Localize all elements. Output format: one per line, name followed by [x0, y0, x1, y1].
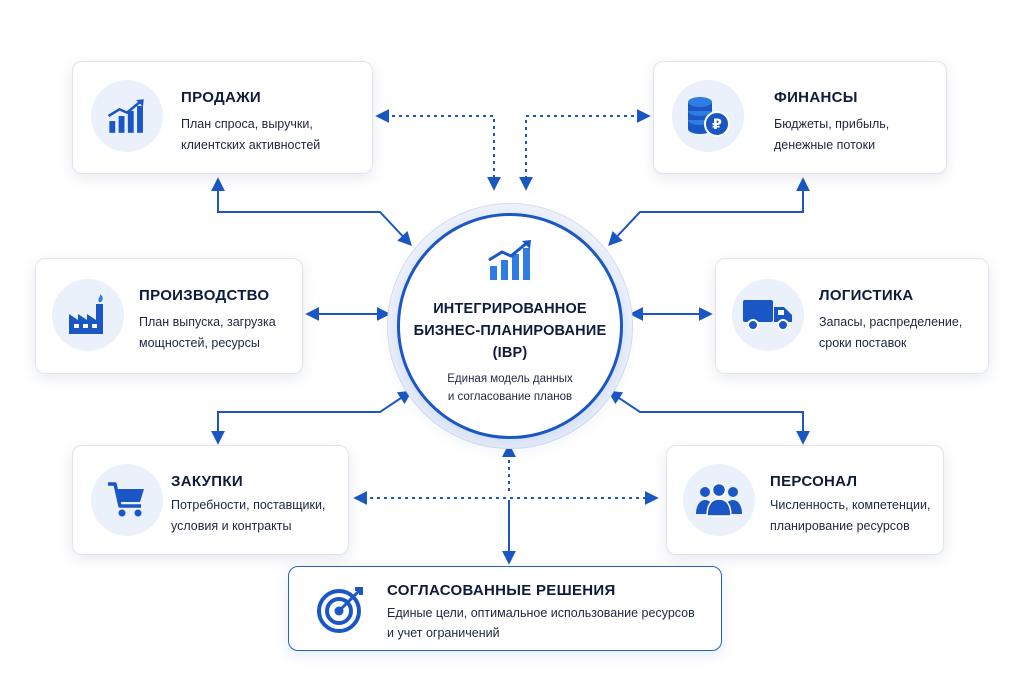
hub-title: ИНТЕГРИРОВАННОЕ БИЗНЕС-ПЛАНИРОВАНИЕ (IBP…: [400, 298, 620, 364]
ibp-hub: ИНТЕГРИРОВАННОЕ БИЗНЕС-ПЛАНИРОВАНИЕ (IBP…: [397, 213, 623, 439]
card-sales-title: ПРОДАЖИ: [181, 89, 262, 106]
card-finance-desc: Бюджеты, прибыль, денежные потоки: [774, 114, 889, 156]
connector-finance-sales-dashed: [519, 109, 651, 191]
connector-sales-finance-dashed: [375, 109, 501, 191]
card-sales: ПРОДАЖИ План спроса, выручки, клиентских…: [72, 61, 373, 174]
card-production-title: ПРОИЗВОДСТВО: [139, 287, 270, 304]
card-finance: ₽ ФИНАНСЫ Бюджеты, прибыль, денежные пот…: [653, 61, 947, 174]
people-group-icon: [696, 482, 742, 517]
card-production-desc-line-2: мощностей, ресурсы: [139, 336, 260, 350]
sales-icon-wrap: [91, 80, 163, 152]
personnel-icon-wrap: [683, 464, 755, 536]
card-personnel: ПЕРСОНАЛ Численность, компетенции, плани…: [666, 445, 944, 555]
production-icon-wrap: [52, 279, 124, 351]
card-procurement: ЗАКУПКИ Потребности, поставщики, условия…: [72, 445, 349, 555]
card-sales-desc: План спроса, выручки, клиентских активно…: [181, 114, 320, 156]
card-decisions: СОГЛАСОВАННЫЕ РЕШЕНИЯ Единые цели, оптим…: [288, 566, 722, 651]
hub-subtitle-line-1: Единая модель данных: [447, 373, 573, 385]
factory-icon: [69, 294, 103, 334]
card-procurement-desc: Потребности, поставщики, условия и контр…: [171, 495, 325, 537]
hub-title-line-3: (IBP): [492, 345, 528, 361]
finance-icon-wrap: ₽: [672, 80, 744, 152]
connector-personnel-hub: [607, 390, 810, 445]
card-decisions-title: СОГЛАСОВАННЫЕ РЕШЕНИЯ: [387, 582, 616, 599]
card-decisions-desc-line-1: Единые цели, оптимальное использование р…: [387, 606, 695, 620]
hub-subtitle: Единая модель данных и согласование план…: [400, 370, 620, 406]
target-icon: [317, 587, 363, 633]
card-logistics-title: ЛОГИСТИКА: [819, 287, 914, 304]
connector-sales-hub: [211, 177, 412, 247]
card-personnel-desc-line-1: Численность, компетенции,: [770, 498, 931, 512]
card-personnel-desc: Численность, компетенции, планирование р…: [770, 495, 931, 537]
hub-title-line-1: ИНТЕГРИРОВАННОЕ: [433, 301, 587, 317]
svg-text:₽: ₽: [712, 117, 722, 133]
hub-subtitle-line-2: и согласование планов: [447, 391, 573, 403]
card-logistics-desc-line-1: Запасы, распределение,: [819, 315, 963, 329]
growth-chart-icon: [107, 99, 144, 133]
truck-icon: [743, 300, 792, 331]
card-decisions-desc: Единые цели, оптимальное использование р…: [387, 603, 695, 643]
hub-title-line-2: БИЗНЕС-ПЛАНИРОВАНИЕ: [413, 323, 607, 339]
card-production: ПРОИЗВОДСТВО План выпуска, загрузка мощн…: [35, 258, 303, 374]
card-personnel-desc-line-2: планирование ресурсов: [770, 519, 910, 533]
card-logistics-desc-line-2: сроки поставок: [819, 336, 907, 350]
card-sales-desc-line-2: клиентских активностей: [181, 138, 321, 152]
connector-finance-hub: [608, 177, 810, 247]
card-procurement-desc-line-2: условия и контракты: [171, 519, 292, 533]
decisions-icon-wrap: [313, 581, 369, 637]
card-finance-desc-line-2: денежные потоки: [774, 138, 876, 152]
shopping-cart-icon: [108, 482, 144, 517]
card-procurement-desc-line-1: Потребности, поставщики,: [171, 498, 326, 512]
logistics-icon-wrap: [732, 279, 804, 351]
card-decisions-desc-line-2: и учет ограничений: [387, 626, 500, 640]
coins-ruble-icon: ₽: [688, 97, 730, 137]
card-production-desc: План выпуска, загрузка мощностей, ресурс…: [139, 312, 276, 354]
card-logistics: ЛОГИСТИКА Запасы, распределение, сроки п…: [715, 258, 989, 374]
card-finance-desc-line-1: Бюджеты, прибыль,: [774, 117, 890, 131]
card-sales-desc-line-1: План спроса, выручки,: [181, 117, 313, 131]
card-production-desc-line-1: План выпуска, загрузка: [139, 315, 276, 329]
connector-procurement-hub: [211, 390, 413, 445]
growth-chart-icon: [488, 240, 531, 280]
card-logistics-desc: Запасы, распределение, сроки поставок: [819, 312, 962, 354]
procurement-icon-wrap: [91, 464, 163, 536]
card-procurement-title: ЗАКУПКИ: [171, 473, 243, 490]
card-finance-title: ФИНАНСЫ: [774, 89, 858, 106]
card-personnel-title: ПЕРСОНАЛ: [770, 473, 858, 490]
